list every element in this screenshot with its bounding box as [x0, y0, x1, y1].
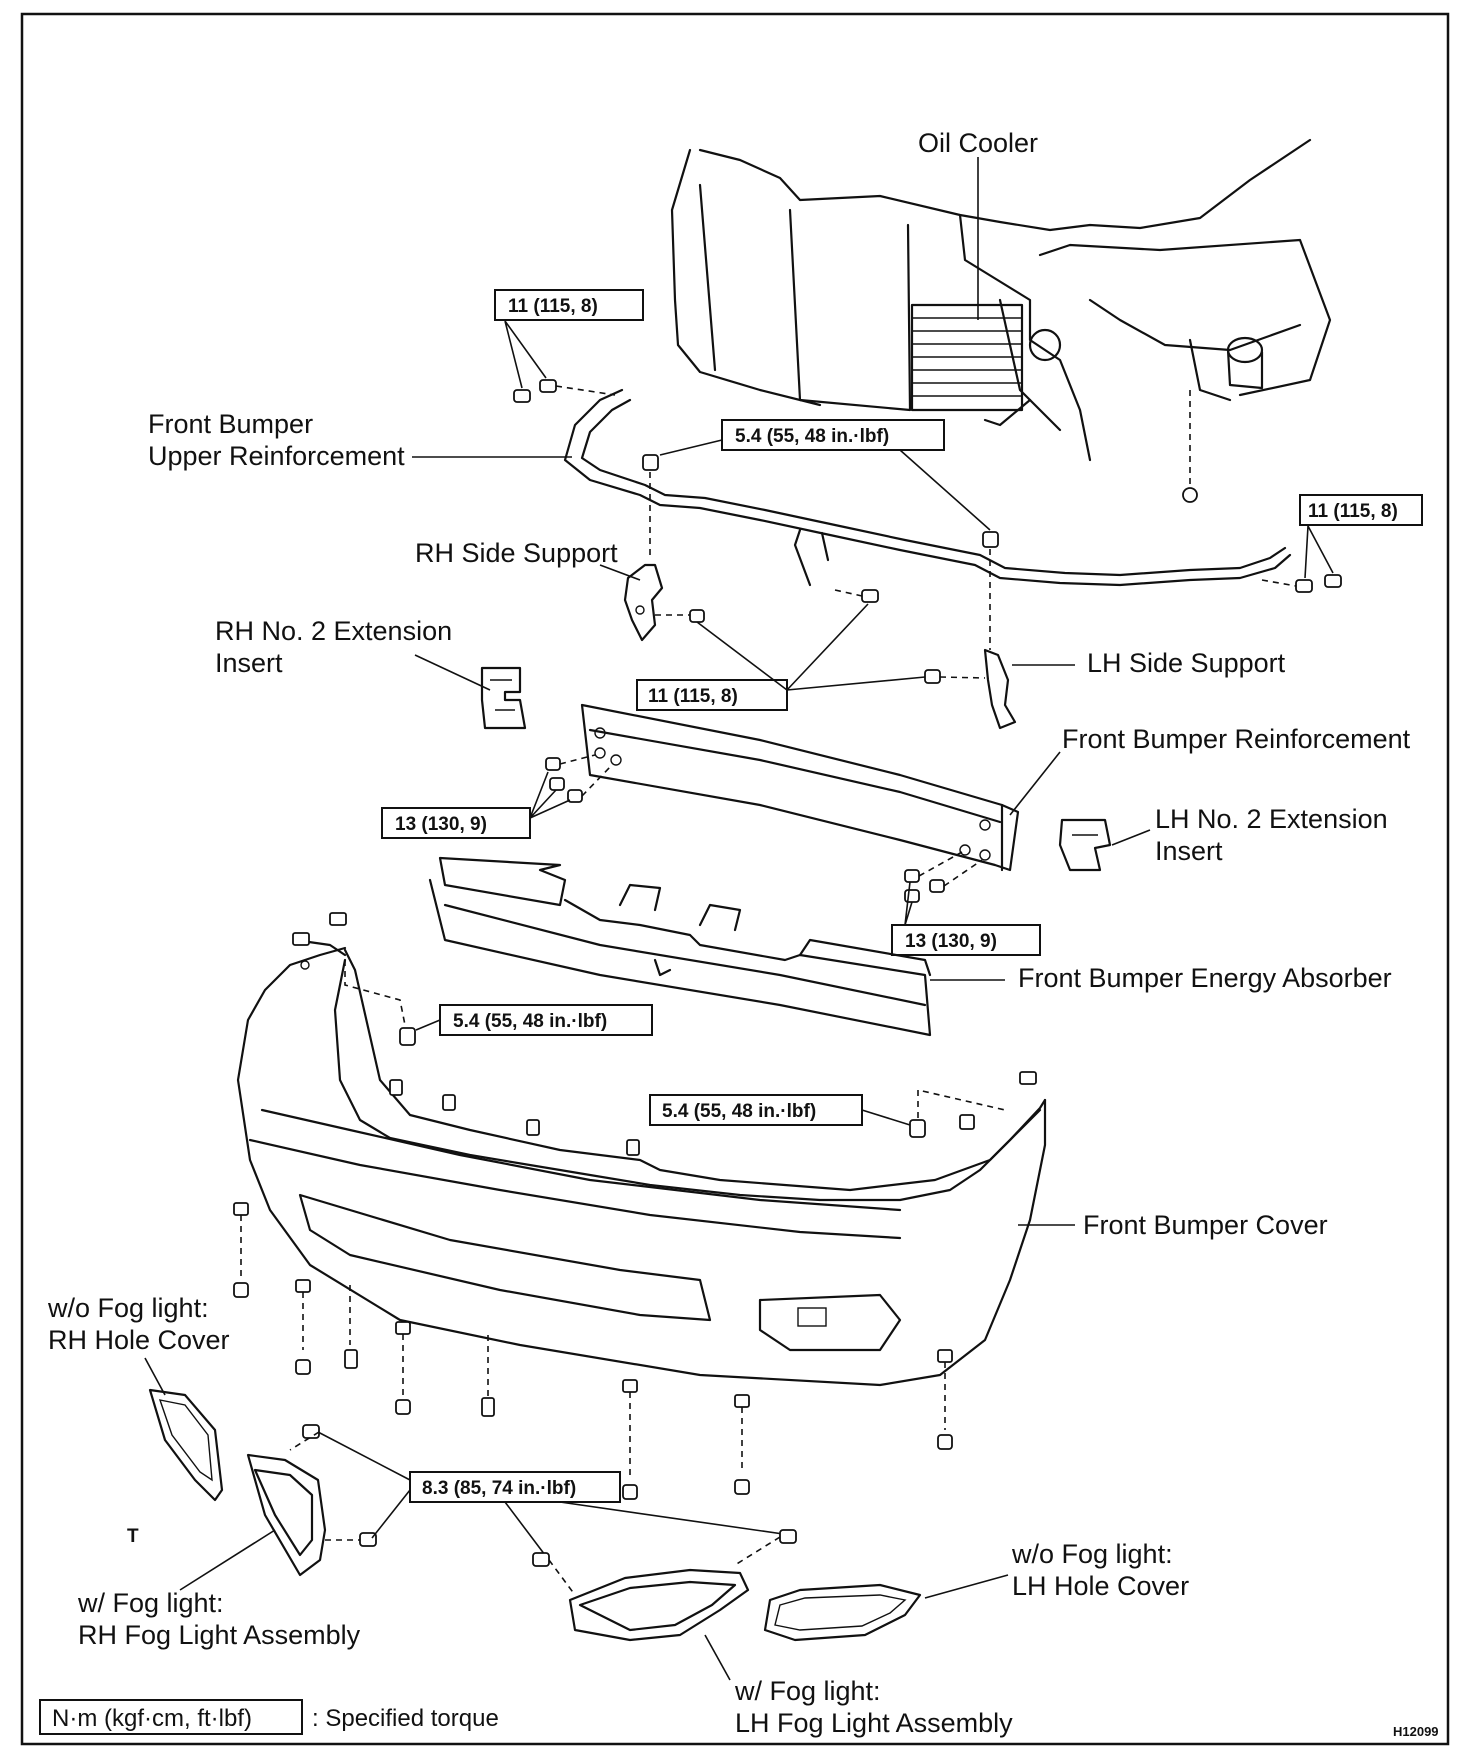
label-oil-cooler: Oil Cooler [918, 128, 1038, 158]
rh-side-support [623, 563, 879, 642]
torque-box-reinf-left [381, 807, 531, 839]
label-lh-side-support: LH Side Support [1087, 648, 1286, 678]
legend-box [39, 1699, 303, 1735]
label-rh-fog-light-2: RH Fog Light Assembly [78, 1620, 361, 1650]
torque-box-reinf-right [891, 924, 1041, 956]
label-rh-hole-cover-1: w/o Fog light: [47, 1293, 209, 1323]
t-mark: T [127, 1526, 139, 1547]
figure-code: H12099 [1393, 1724, 1439, 1739]
rh-hole-cover [148, 1388, 224, 1502]
upper-center-nuts [642, 454, 999, 650]
legend-unit: N·m (kgf·cm, ft·lbf) [52, 1705, 252, 1732]
label-lh-extension-2: Insert [1155, 836, 1223, 866]
label-front-bumper-cover: Front Bumper Cover [1083, 1210, 1328, 1240]
label-upper-reinforcement-1: Front Bumper [148, 409, 313, 439]
cover-top-clips [292, 912, 1037, 1156]
label-rh-extension-2: Insert [215, 648, 283, 678]
front-bumper-upper-reinforcement [563, 388, 1292, 587]
lh-fog-light-assembly [532, 1529, 797, 1642]
lh-extension-insert [1058, 818, 1112, 872]
torque-box-upper-center [721, 419, 945, 451]
torque-reinf-right: 13 (130, 9) [905, 931, 997, 952]
label-lh-fog-light-2: LH Fog Light Assembly [735, 1708, 1013, 1738]
legend-description: : Specified torque [312, 1705, 499, 1732]
torque-cover-right: 5.4 (55, 48 in.·lbf) [662, 1101, 816, 1122]
torque-upper-left: 11 (115, 8) [508, 296, 598, 317]
torque-box-upper-left [494, 289, 644, 321]
front-bumper-reinforcement [580, 703, 1020, 872]
vehicle-front-body [670, 138, 1332, 503]
torque-cover-left: 5.4 (55, 48 in.·lbf) [453, 1011, 607, 1032]
upper-left-bolts [513, 379, 616, 403]
label-rh-fog-light-1: w/ Fog light: [77, 1588, 224, 1618]
lh-side-support [924, 648, 1017, 730]
front-bumper-energy-absorber [428, 856, 932, 1037]
label-rh-hole-cover-2: RH Hole Cover [48, 1325, 230, 1355]
label-lh-extension-1: LH No. 2 Extension [1155, 804, 1388, 834]
reinforcement-bolts-left [545, 754, 613, 803]
torque-box-fog-lights [409, 1471, 621, 1503]
torque-side-supports: 11 (115, 8) [648, 686, 738, 707]
label-lh-hole-cover-2: LH Hole Cover [1012, 1571, 1189, 1601]
label-rh-side-support: RH Side Support [415, 538, 618, 568]
lh-hole-cover [763, 1583, 922, 1642]
label-front-bumper-reinforcement: Front Bumper Reinforcement [1062, 724, 1411, 754]
torque-upper-center: 5.4 (55, 48 in.·lbf) [735, 426, 889, 447]
torque-box-cover-right [649, 1094, 863, 1126]
torque-upper-right: 11 (115, 8) [1308, 501, 1398, 522]
torque-fog-lights: 8.3 (85, 74 in.·lbf) [422, 1478, 576, 1499]
rh-fog-light-assembly [246, 1424, 377, 1577]
label-upper-reinforcement-2: Upper Reinforcement [148, 441, 405, 471]
front-bumper-cover [236, 938, 1047, 1387]
cover-bottom-fasteners [233, 1202, 953, 1500]
label-lh-fog-light-1: w/ Fog light: [734, 1676, 881, 1706]
label-energy-absorber: Front Bumper Energy Absorber [1018, 963, 1392, 993]
oil-cooler [910, 303, 1062, 427]
label-lh-hole-cover-1: w/o Fog light: [1011, 1539, 1173, 1569]
torque-reinf-left: 13 (130, 9) [395, 814, 487, 835]
rh-extension-insert [480, 666, 527, 730]
label-rh-extension-1: RH No. 2 Extension [215, 616, 452, 646]
torque-box-side-supports [636, 679, 788, 711]
upper-right-bolts [1261, 574, 1342, 593]
torque-box-cover-left [439, 1004, 653, 1036]
torque-box-upper-right [1299, 494, 1423, 526]
